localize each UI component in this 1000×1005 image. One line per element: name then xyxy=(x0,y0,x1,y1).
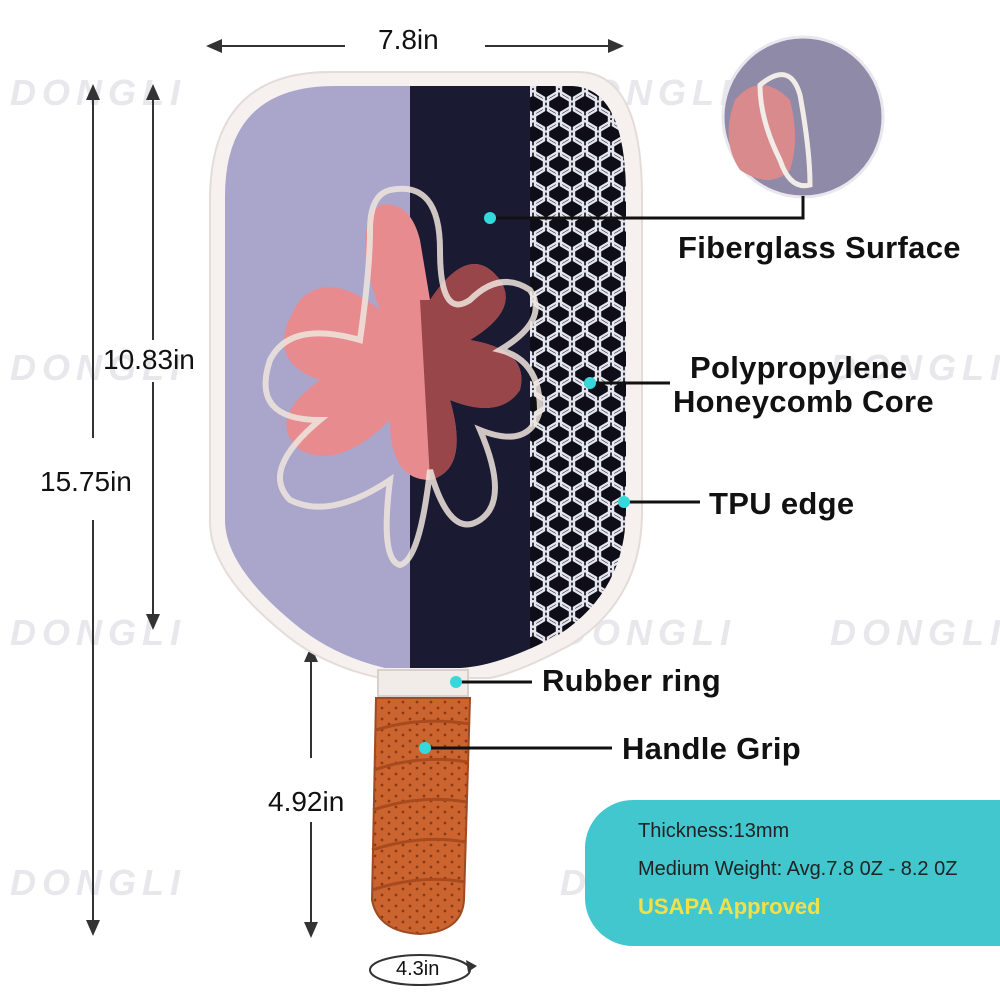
rubber-ring-label: Rubber ring xyxy=(542,663,721,698)
paddle xyxy=(209,71,643,936)
handle-grip-label: Handle Grip xyxy=(622,731,801,766)
svg-text:DONGLI: DONGLI xyxy=(830,347,1000,388)
handle-length-label: 4.92in xyxy=(268,786,345,817)
callout-lines xyxy=(426,196,805,750)
zoom-inset xyxy=(721,35,885,199)
total-height-label: 15.75in xyxy=(40,466,132,497)
svg-text:DONGLI: DONGLI xyxy=(10,347,186,388)
fiberglass-surface-label: Fiberglass Surface xyxy=(678,230,961,265)
spec-panel: Thickness:13mm Medium Weight: Avg.7.8 0Z… xyxy=(585,800,1000,946)
callout-dots xyxy=(419,212,630,754)
usapa-approved-badge: USAPA Approved xyxy=(638,894,821,919)
svg-text:DONGLI: DONGLI xyxy=(830,612,1000,653)
core-label-line1: Polypropylene xyxy=(690,350,908,385)
dimension-lines xyxy=(86,39,624,986)
width-label: 7.8in xyxy=(378,24,439,55)
weight-spec: Medium Weight: Avg.7.8 0Z - 8.2 0Z xyxy=(638,858,958,880)
svg-text:DONGLI: DONGLI xyxy=(10,862,186,903)
thickness-spec: Thickness:13mm xyxy=(638,820,790,842)
handle-circumference-label: 4.3in xyxy=(396,958,440,980)
core-label-line2: Honeycomb Core xyxy=(673,384,934,419)
svg-text:DONGLI: DONGLI xyxy=(10,612,186,653)
tpu-edge-label: TPU edge xyxy=(709,486,855,521)
face-height-label: 10.83in xyxy=(103,344,195,375)
svg-text:DONGLI: DONGLI xyxy=(10,72,186,113)
